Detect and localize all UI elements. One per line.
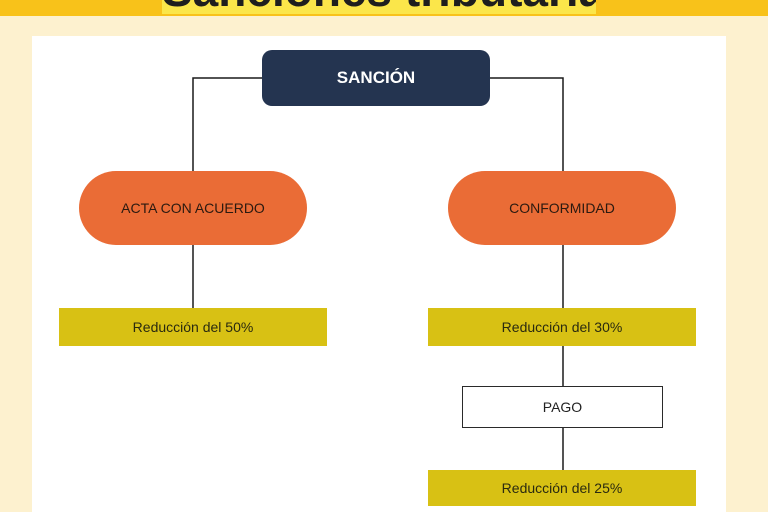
title-highlight: Sanciones tributarias: [162, 0, 596, 14]
diagram-panel: [32, 36, 726, 512]
result-node-right: Reducción del 30%: [428, 308, 696, 346]
page-title: Sanciones tributarias: [162, 0, 596, 14]
result-node-left: Reducción del 50%: [59, 308, 327, 346]
connector-root-left: [192, 77, 262, 171]
result-node-pago: Reducción del 25%: [428, 470, 696, 506]
branch-node-conformidad: CONFORMIDAD: [448, 171, 676, 245]
root-node-sancion: SANCIÓN: [262, 50, 490, 106]
step-node-pago: PAGO: [462, 386, 663, 428]
branch-node-acta-con-acuerdo: ACTA CON ACUERDO: [79, 171, 307, 245]
connector-root-right: [490, 77, 564, 171]
